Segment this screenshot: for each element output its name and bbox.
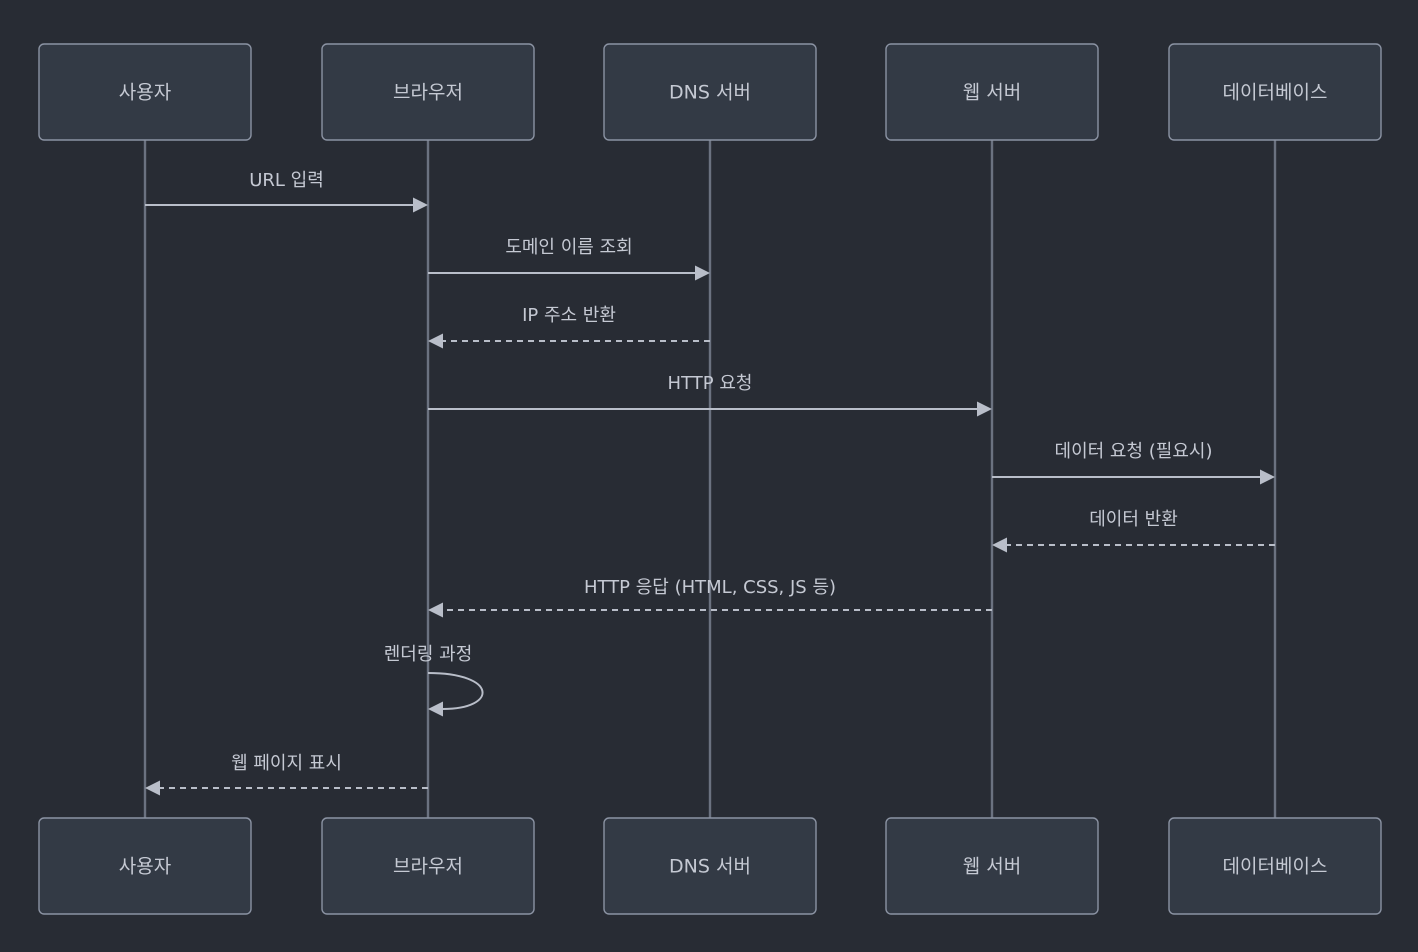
message-msg-url-input[interactable]: URL 입력 [145, 170, 428, 213]
message-msg-domain-lookup[interactable]: 도메인 이름 조회 [428, 237, 710, 281]
actor-label-webserver-top: 웹 서버 [963, 82, 1021, 104]
actor-label-dns-bottom: DNS 서버 [669, 856, 751, 878]
actor-label-database-top: 데이터베이스 [1223, 82, 1328, 104]
actor-browser-bottom[interactable]: 브라우저 [321, 817, 535, 915]
message-msg-http-response[interactable]: HTTP 응답 (HTML, CSS, JS 등) [428, 577, 992, 618]
message-msg-data-return[interactable]: 데이터 반환 [992, 509, 1275, 553]
message-label-msg-ip-return: IP 주소 반환 [522, 305, 616, 326]
actor-browser-top[interactable]: 브라우저 [321, 43, 535, 141]
actor-database-bottom[interactable]: 데이터베이스 [1168, 817, 1382, 915]
message-arrowhead-msg-url-input [413, 197, 428, 213]
message-msg-render[interactable]: 렌더링 과정 [384, 644, 484, 717]
message-msg-data-request[interactable]: 데이터 요청 (필요시) [992, 441, 1275, 485]
message-arrowhead-msg-ip-return [428, 333, 443, 349]
message-label-msg-data-request: 데이터 요청 (필요시) [1055, 441, 1213, 462]
message-msg-http-request[interactable]: HTTP 요청 [428, 373, 992, 417]
actors-bottom-layer: 사용자 브라우저 DNS 서버 웹 서버 데이터베이스 [38, 817, 1382, 915]
actor-box-webserver-bottom [885, 817, 1099, 915]
actor-box-dns-bottom [603, 817, 817, 915]
message-arrowhead-msg-http-request [977, 401, 992, 417]
actor-webserver-top[interactable]: 웹 서버 [885, 43, 1099, 141]
actor-box-database-top [1168, 43, 1382, 141]
actor-dns-top[interactable]: DNS 서버 [603, 43, 817, 141]
message-label-msg-domain-lookup: 도메인 이름 조회 [505, 237, 632, 258]
message-arrowhead-msg-data-return [992, 537, 1007, 553]
actor-box-browser-top [321, 43, 535, 141]
actor-user-top[interactable]: 사용자 [38, 43, 252, 141]
actor-box-user-top [38, 43, 252, 141]
actor-box-database-bottom [1168, 817, 1382, 915]
actor-box-webserver-top [885, 43, 1099, 141]
message-arrowhead-msg-render [428, 701, 443, 717]
actor-label-database-bottom: 데이터베이스 [1223, 856, 1328, 878]
actor-database-top[interactable]: 데이터베이스 [1168, 43, 1382, 141]
actors-top-layer: 사용자 브라우저 DNS 서버 웹 서버 데이터베이스 [38, 43, 1382, 141]
message-arrowhead-msg-data-request [1260, 469, 1275, 485]
message-label-msg-data-return: 데이터 반환 [1089, 509, 1178, 530]
actor-dns-bottom[interactable]: DNS 서버 [603, 817, 817, 915]
message-label-msg-url-input: URL 입력 [249, 170, 324, 191]
message-label-msg-render: 렌더링 과정 [384, 644, 473, 665]
actor-box-dns-top [603, 43, 817, 141]
actor-label-webserver-bottom: 웹 서버 [963, 856, 1021, 878]
actor-box-browser-bottom [321, 817, 535, 915]
actor-user-bottom[interactable]: 사용자 [38, 817, 252, 915]
actor-box-user-bottom [38, 817, 252, 915]
message-label-msg-display-page: 웹 페이지 표시 [231, 753, 342, 774]
actor-label-browser-top: 브라우저 [393, 82, 463, 104]
message-arrowhead-msg-domain-lookup [695, 265, 710, 281]
message-msg-display-page[interactable]: 웹 페이지 표시 [145, 753, 428, 796]
message-label-msg-http-request: HTTP 요청 [668, 373, 753, 394]
actor-label-dns-top: DNS 서버 [669, 82, 751, 104]
actor-label-browser-bottom: 브라우저 [393, 856, 463, 878]
actor-label-user-top: 사용자 [119, 82, 171, 104]
message-arrowhead-msg-http-response [428, 602, 443, 618]
actor-webserver-bottom[interactable]: 웹 서버 [885, 817, 1099, 915]
message-loop-path-msg-render [427, 672, 484, 710]
lifelines-layer [143, 140, 1277, 818]
message-msg-ip-return[interactable]: IP 주소 반환 [428, 305, 710, 349]
actor-label-user-bottom: 사용자 [119, 856, 171, 878]
message-label-msg-http-response: HTTP 응답 (HTML, CSS, JS 등) [584, 577, 836, 598]
message-arrowhead-msg-display-page [145, 780, 160, 796]
